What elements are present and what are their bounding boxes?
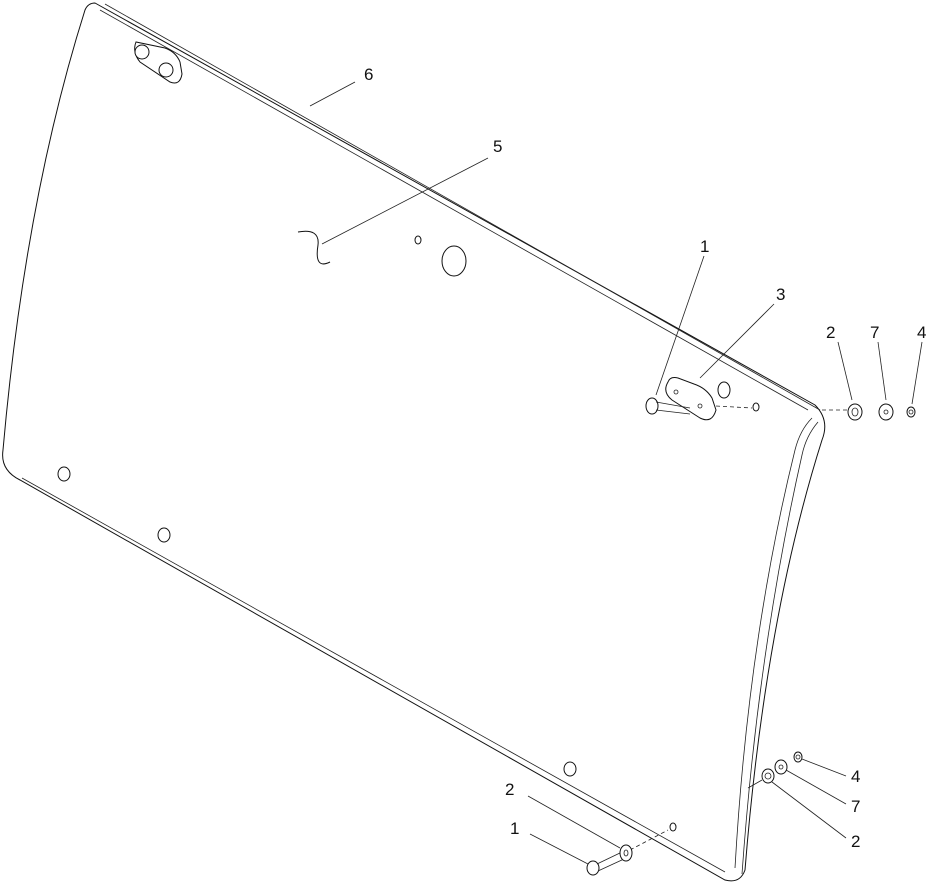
leader-2-bottom-left [527, 795, 621, 849]
callout-4-top: 4 [917, 323, 926, 342]
leader-1-bottom [529, 833, 589, 865]
part-5-wire [297, 230, 331, 265]
leader-2-top [837, 341, 853, 401]
callout-1-bottom: 1 [510, 819, 519, 838]
part-7-washer-top [878, 403, 894, 421]
hole-left-2 [157, 527, 171, 543]
hole-bottom [563, 761, 577, 777]
hole-right-small [752, 402, 760, 412]
callout-5: 5 [493, 137, 502, 156]
part-3-plate [665, 377, 717, 421]
part-4-nut-top [906, 406, 916, 418]
part-2-washer-bottom-left [619, 844, 633, 862]
hole-left-1 [57, 466, 71, 482]
assembly-line-top [715, 405, 753, 409]
part-1-bolt-bottom [586, 851, 625, 876]
panel-inner-edge-right2 [741, 421, 819, 875]
leader-7-bottom [785, 769, 847, 805]
leader-5 [321, 157, 489, 245]
callout-7-top: 7 [870, 323, 879, 342]
callout-6: 6 [364, 65, 373, 84]
callout-3: 3 [776, 285, 785, 304]
part-2-nut-top [847, 403, 863, 421]
part-1-bolt-top [645, 397, 691, 415]
callout-1-top: 1 [700, 237, 709, 256]
leader-7-top [877, 341, 887, 401]
panel-holes [57, 235, 760, 832]
leader-4-bottom [801, 758, 847, 777]
assembly-line-bottom-right [747, 779, 763, 789]
callout-4-bottom: 4 [851, 767, 860, 786]
hole-bottom-small [669, 822, 677, 832]
large-hole-center [441, 245, 467, 277]
panel [2, 2, 826, 882]
part-2-nut-bottom-right [761, 768, 775, 784]
leader-lines [309, 81, 923, 865]
leader-2-bottom-right [771, 781, 847, 839]
callout-2-top: 2 [826, 323, 835, 342]
assembly-line-bottom [629, 829, 669, 851]
callout-2-bottom-right: 2 [851, 832, 860, 851]
panel-inner-edge-right [734, 417, 813, 869]
leader-1-top [655, 255, 705, 396]
callout-7-bottom: 7 [851, 797, 860, 816]
leader-6 [309, 81, 356, 107]
leader-4-top [911, 341, 923, 405]
leader-3 [699, 303, 775, 379]
callout-2-bottom-left: 2 [505, 780, 514, 799]
panel-bottom-edge [21, 477, 726, 873]
panel-inner-edge-top2 [104, 3, 821, 411]
panel-outline [2, 2, 826, 882]
part-7-washer-bottom [774, 759, 788, 775]
hole-right-upper [717, 381, 731, 399]
small-hole-center [414, 235, 422, 245]
panel-inner-edge-top [99, 9, 809, 411]
part-4-nut-bottom [793, 751, 803, 763]
callout-labels: 6 5 1 3 2 7 4 4 7 2 2 1 [364, 65, 926, 851]
top-left-bracket [134, 41, 183, 84]
